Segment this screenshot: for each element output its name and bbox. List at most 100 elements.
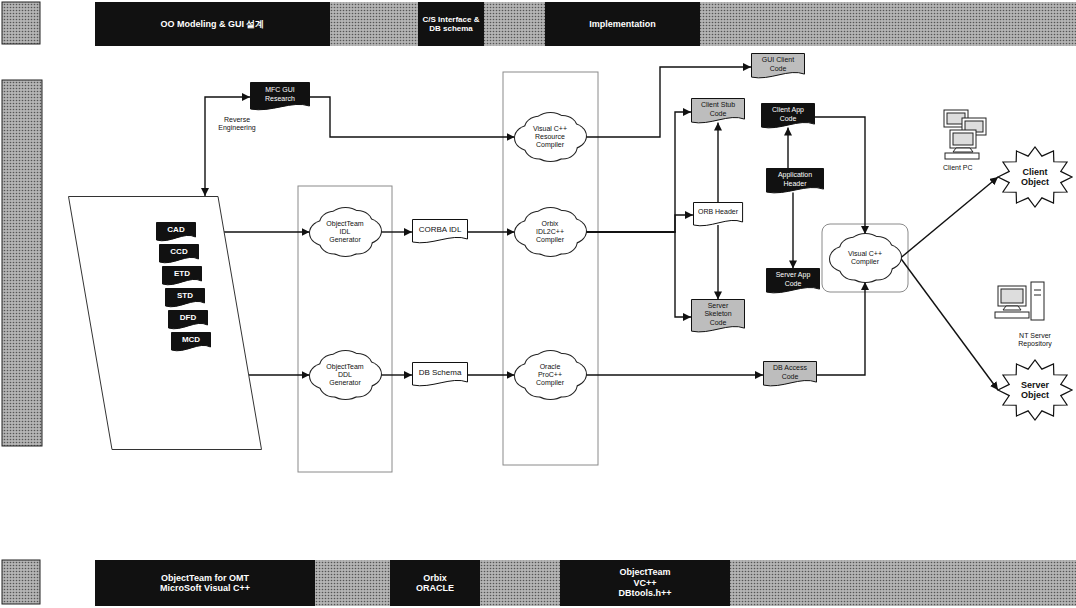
node-label: Server Skeleton Code: [696, 302, 740, 326]
node-label: Client Stub Code: [696, 101, 740, 117]
node-text: Orbix ORACLE: [410, 573, 460, 594]
phase-gray-section: [330, 2, 418, 46]
document-shape: [752, 54, 805, 78]
node-label: MFC GUI Research: [255, 86, 305, 102]
tool-gray-section: [730, 560, 1076, 606]
cloud-shape: [515, 113, 586, 161]
node-label: Orbix ORACLE: [410, 573, 460, 594]
tool-cloud: Visual C++ Compiler: [830, 234, 901, 282]
schema-document: CORBA IDL: [412, 219, 468, 245]
model-document: ETD: [162, 266, 202, 287]
document-shape: [693, 203, 742, 226]
schema-document: DB Schema: [412, 362, 468, 388]
cloud-shape: [310, 351, 381, 399]
star-shape: [998, 147, 1072, 207]
model-document: MCD: [171, 332, 211, 353]
node-text: DB Schema: [419, 368, 462, 377]
node-text: OO Modeling & GUI 설계: [161, 19, 265, 29]
node-label: ObjectTeam IDL Generator: [323, 220, 367, 244]
document-shape: [692, 300, 745, 332]
document-shape: [762, 104, 815, 128]
object-star: Client Object: [998, 147, 1072, 207]
flow-arrow: [380, 231, 412, 232]
model-document: CAD: [156, 222, 196, 243]
object-star: Server Object: [998, 360, 1072, 420]
tool-band: Orbix ORACLE: [390, 560, 480, 606]
flow-arrow: [900, 177, 998, 258]
flow-arrow: [224, 231, 310, 232]
tool-cloud: Oracle ProC++ Compiler: [515, 351, 586, 399]
tool-bar: [95, 560, 1076, 606]
node-text: ObjectTeam for OMT MicroSoft Visual C++: [145, 573, 265, 594]
flow-arrow: [817, 282, 865, 375]
node-text: Client App Code: [766, 106, 810, 122]
node-text: ObjectTeam DDL Generator: [323, 363, 367, 387]
device-label: Client PC: [943, 164, 973, 172]
code-document: GUI Client Code: [751, 53, 805, 80]
node-label: Orbix IDL2C++ Compiler: [528, 220, 572, 244]
phase-bar: [95, 2, 1076, 46]
node-label: CCD: [170, 247, 187, 256]
flow-arrow: [249, 374, 310, 375]
device-label: NT Server Repository: [1004, 332, 1066, 348]
node-label: Oracle ProC++ Compiler: [528, 363, 572, 387]
tool-cloud: ObjectTeam IDL Generator: [310, 208, 381, 256]
tool-cloud: ObjectTeam DDL Generator: [310, 351, 381, 399]
flow-arrow: [792, 193, 793, 269]
document-shape: [692, 99, 745, 123]
tool-cloud: Orbix IDL2C++ Compiler: [515, 208, 586, 256]
node-text: ORB Header: [698, 208, 738, 216]
node-label: OO Modeling & GUI 설계: [161, 19, 265, 29]
flow-arrow: [585, 67, 751, 137]
phase-band: OO Modeling & GUI 설계: [95, 2, 330, 46]
phase-band: Implementation: [545, 2, 700, 46]
client-pc-icon: [944, 110, 986, 159]
phase-band: C/S Interface & DB schema: [418, 2, 484, 46]
document-shape: [160, 244, 199, 262]
node-label: ObjectTeam VC++ DBtools.h++: [612, 567, 678, 598]
document-shape: [172, 332, 211, 350]
flow-arrow: [585, 374, 763, 375]
node-text: CAD: [167, 225, 184, 234]
tool-cloud: Visual C++ Resource Compiler: [515, 113, 586, 161]
star-shape: [998, 360, 1072, 420]
parallelogram-shape: [69, 197, 262, 450]
cloud-shape: [830, 234, 901, 282]
model-document: STD: [165, 288, 205, 309]
node-text: ObjectTeam VC++ DBtools.h++: [612, 567, 678, 598]
flow-arrow: [787, 128, 788, 169]
node-label: Server App Code: [771, 271, 815, 287]
node-label: Visual C++ Compiler: [843, 250, 887, 266]
node-text: GUI Client Code: [756, 56, 800, 72]
server-pc-icon: [995, 282, 1044, 320]
node-label: Server Object: [1015, 380, 1055, 401]
flow-arrow: [585, 232, 691, 317]
node-label: Client Object: [1015, 167, 1055, 188]
flow-arrow: [205, 97, 250, 196]
node-text: Server Skeleton Code: [696, 302, 740, 326]
node-label: DB Access Code: [768, 364, 812, 380]
node-text: DB Access Code: [768, 364, 812, 380]
node-label: STD: [177, 291, 193, 300]
edge-label: Reverse Engineering: [211, 116, 263, 132]
tool-gray-section: [480, 560, 560, 606]
row-header-box: [2, 2, 40, 44]
node-text: Client Stub Code: [696, 101, 740, 117]
node-text: MCD: [182, 335, 200, 344]
flow-arrow: [310, 97, 515, 137]
document-shape: [169, 310, 208, 328]
document-shape: [157, 222, 196, 240]
node-label: Client App Code: [766, 106, 810, 122]
flow-arrow: [468, 374, 515, 375]
node-label: Visual C++ Resource Compiler: [528, 125, 572, 149]
node-text: DFD: [180, 313, 196, 322]
node-text: ObjectTeam IDL Generator: [323, 220, 367, 244]
document-shape: [166, 288, 205, 306]
code-document: Server Skeleton Code: [691, 299, 745, 334]
node-text: Implementation: [589, 19, 656, 29]
flow-arrow: [900, 258, 998, 390]
cloud-shape: [515, 208, 586, 256]
flow-arrow: [585, 215, 692, 232]
